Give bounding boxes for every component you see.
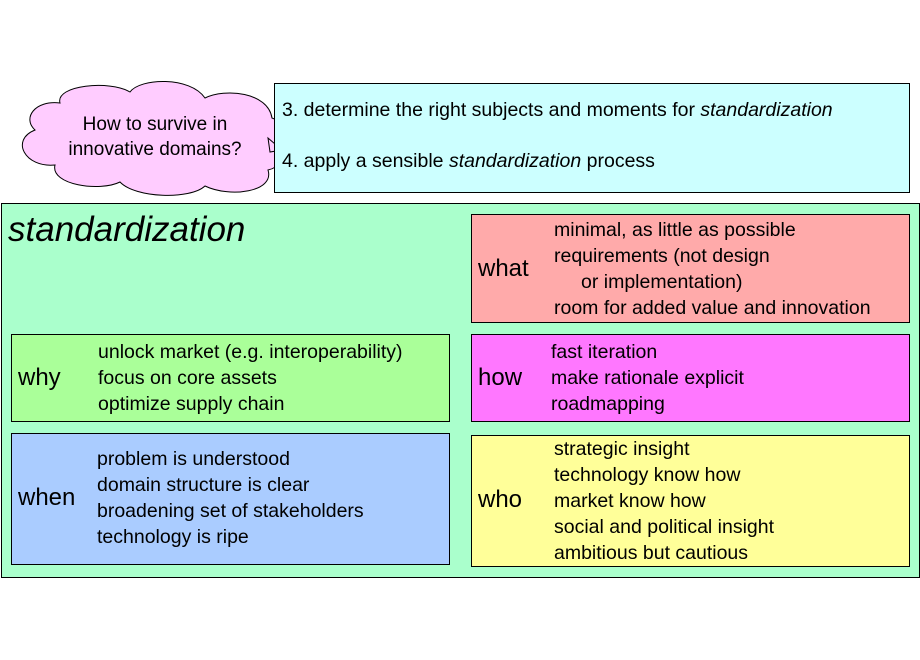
why-label: why <box>18 364 61 391</box>
when-label: when <box>18 484 76 511</box>
step-4-emphasis: standardization <box>448 150 582 172</box>
how-line: make rationale explicit <box>551 367 744 389</box>
what-line: or implementation) <box>581 271 743 293</box>
step-4-suffix: process <box>581 150 655 172</box>
when-line: domain structure is clear <box>97 474 310 496</box>
cloud-line-1: How to survive in <box>82 114 228 135</box>
why-line: optimize supply chain <box>98 393 285 415</box>
how-lines: fast iteration make rationale explicit r… <box>551 339 744 417</box>
cloud-line-2: innovative domains? <box>68 139 242 160</box>
cloud-question: How to survive in innovative domains? <box>40 112 270 162</box>
why-line: focus on core assets <box>98 367 277 389</box>
steps-panel: 3. determine the right subjects and mome… <box>274 83 910 193</box>
what-line: room for added value and innovation <box>554 297 871 319</box>
when-box: when problem is understood domain struct… <box>11 433 450 565</box>
how-box: how fast iteration make rationale explic… <box>471 334 910 422</box>
who-line: ambitious but cautious <box>554 542 749 564</box>
what-line: requirements (not design <box>554 245 770 267</box>
why-box: why unlock market (e.g. interoperability… <box>11 334 450 422</box>
what-line: minimal, as little as possible <box>554 219 796 241</box>
who-line: social and political insight <box>554 516 775 538</box>
thought-cloud-shape <box>22 81 289 196</box>
why-lines: unlock market (e.g. interoperability) fo… <box>98 339 403 417</box>
who-box: who strategic insight technology know ho… <box>471 435 910 567</box>
who-label: who <box>478 486 523 513</box>
step-4: 4. apply a sensible standardization proc… <box>282 150 655 173</box>
when-line: technology is ripe <box>97 526 249 548</box>
when-lines: problem is understood domain structure i… <box>97 446 364 550</box>
who-line: technology know how <box>554 464 741 486</box>
when-line: problem is understood <box>97 448 290 470</box>
who-line: market know how <box>554 490 706 512</box>
how-line: fast iteration <box>551 341 658 363</box>
how-label: how <box>478 364 523 391</box>
panel-title: standardization <box>8 210 246 249</box>
why-line: unlock market (e.g. interoperability) <box>98 341 403 363</box>
step-4-text: 4. apply a sensible <box>282 150 449 172</box>
what-label: what <box>478 255 529 282</box>
what-lines: minimal, as little as possible requireme… <box>554 217 871 321</box>
step-3-text: 3. determine the right subjects and mome… <box>282 99 701 121</box>
what-box: what minimal, as little as possible requ… <box>471 214 910 323</box>
when-line: broadening set of stakeholders <box>97 500 364 522</box>
step-3-emphasis: standardization <box>700 99 833 121</box>
step-3: 3. determine the right subjects and mome… <box>282 99 833 122</box>
who-line: strategic insight <box>554 438 690 460</box>
how-line: roadmapping <box>551 393 665 415</box>
who-lines: strategic insight technology know how ma… <box>554 436 774 566</box>
